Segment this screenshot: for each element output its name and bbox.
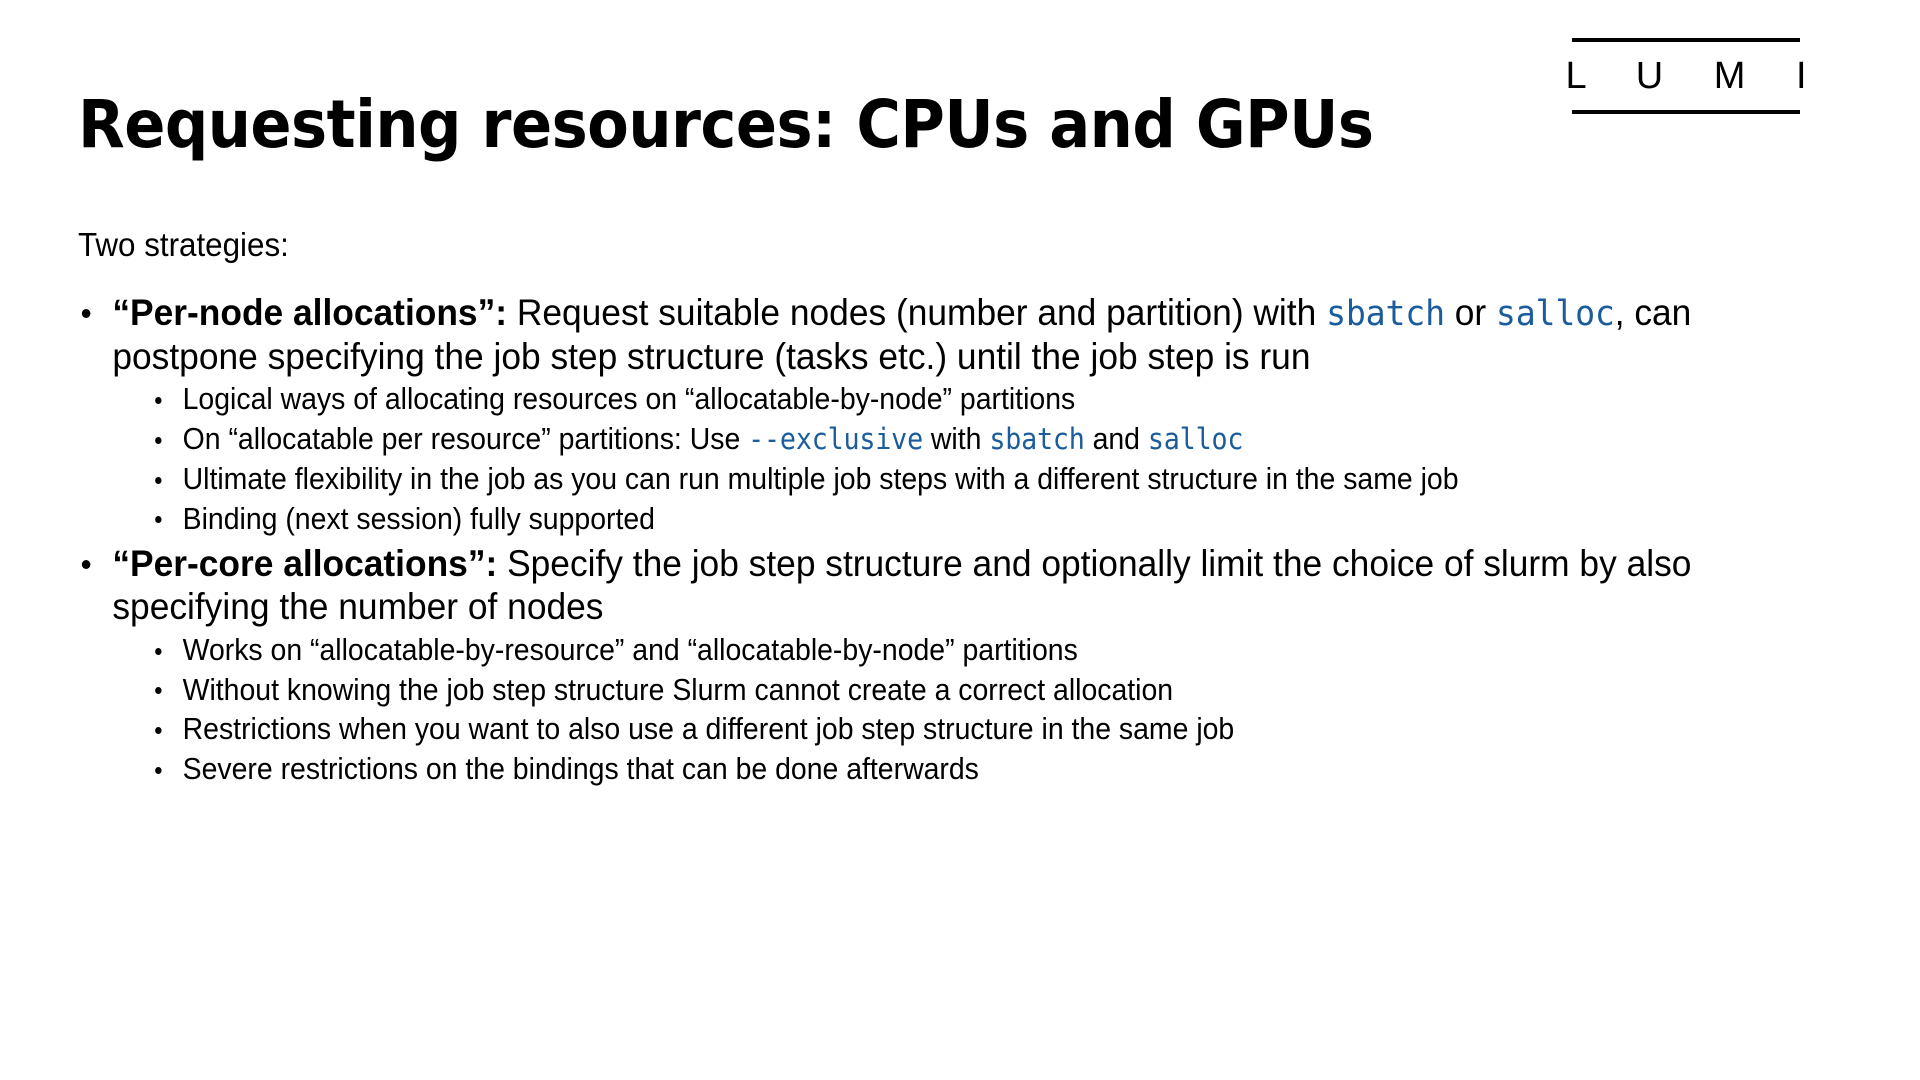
sub-bullet-ultimate-flexibility: Ultimate flexibility in the job as you c… [150, 460, 1722, 498]
bullet-dot-icon [155, 436, 162, 444]
bullet-dot-icon [155, 727, 162, 735]
bullet-text: or [1444, 291, 1496, 333]
bullet-dot-icon [155, 647, 162, 655]
bullet-dot-icon [155, 397, 162, 405]
code-exclusive: --exclusive [748, 422, 923, 457]
sub-bullet-text: Severe restrictions on the bindings that… [182, 751, 979, 787]
sub-bullet-works-on: Works on “allocatable-by-resource” and “… [150, 631, 1722, 669]
bullet-dot-icon [155, 476, 162, 484]
lumi-logo: L U M I [1565, 38, 1807, 114]
code-sbatch: sbatch [1326, 293, 1445, 334]
bullet-dot-icon [81, 309, 91, 319]
sub-bullet-logical-ways: Logical ways of allocating resources on … [150, 380, 1722, 418]
bullet-list: “Per-node allocations”: Request suitable… [78, 291, 1868, 789]
bullet-dot-icon [155, 767, 162, 775]
sub-bullet-text: and [1084, 421, 1148, 457]
sub-bullet-list: Works on “allocatable-by-resource” and “… [150, 631, 1788, 788]
sub-bullet-list: Logical ways of allocating resources on … [150, 380, 1788, 537]
sub-bullet-without-knowing: Without knowing the job step structure S… [150, 671, 1722, 709]
sub-bullet-text: Restrictions when you want to also use a… [182, 711, 1235, 747]
lumi-logo-text: L U M I [1565, 55, 1827, 97]
code-sbatch: sbatch [989, 422, 1085, 457]
bullet-per-node: “Per-node allocations”: Request suitable… [78, 291, 1787, 538]
bullet-dot-icon [155, 687, 162, 695]
bullet-text: Specify the job step structure and optio… [112, 542, 1692, 628]
intro-text: Two strategies: [78, 226, 289, 263]
bullet-lead-bold: “Per-core allocations”: [112, 542, 498, 584]
code-salloc: salloc [1495, 293, 1615, 334]
sub-bullet-wrap: Works on “allocatable-by-resource” and “… [150, 631, 1788, 788]
code-salloc: salloc [1147, 422, 1244, 457]
bullet-dot-icon [81, 560, 91, 570]
sub-bullet-text: Works on “allocatable-by-resource” and “… [182, 631, 1078, 667]
sub-bullet-text: On “allocatable per resource” partitions… [182, 421, 749, 457]
bullet-text: Request suitable nodes (number and parti… [507, 291, 1327, 333]
sub-bullet-text: Ultimate flexibility in the job as you c… [182, 460, 1459, 496]
sub-bullet-binding: Binding (next session) fully supported [150, 500, 1722, 538]
sub-bullet-restrictions: Restrictions when you want to also use a… [150, 710, 1722, 748]
bullet-lead-bold: “Per-node allocations”: [112, 291, 508, 333]
sub-bullet-text: Logical ways of allocating resources on … [182, 381, 1076, 417]
page-title: Requesting resources: CPUs and GPUs [78, 86, 1374, 164]
sub-bullet-wrap: Logical ways of allocating resources on … [150, 380, 1788, 537]
bullet-dot-icon [155, 516, 162, 524]
slide-body: Two strategies: “Per-node allocations”: … [78, 225, 1868, 792]
sub-bullet-severe-restrictions: Severe restrictions on the bindings that… [150, 750, 1722, 788]
bullet-text: , can postpone specifying the job step s… [112, 291, 1692, 377]
bullet-per-core: “Per-core allocations”: Specify the job … [78, 542, 1787, 789]
sub-bullet-text: Without knowing the job step structure S… [182, 671, 1174, 707]
sub-bullet-text: with [922, 421, 990, 457]
sub-bullet-text: Binding (next session) fully supported [182, 500, 655, 536]
sub-bullet-exclusive: On “allocatable per resource” partitions… [150, 420, 1722, 458]
